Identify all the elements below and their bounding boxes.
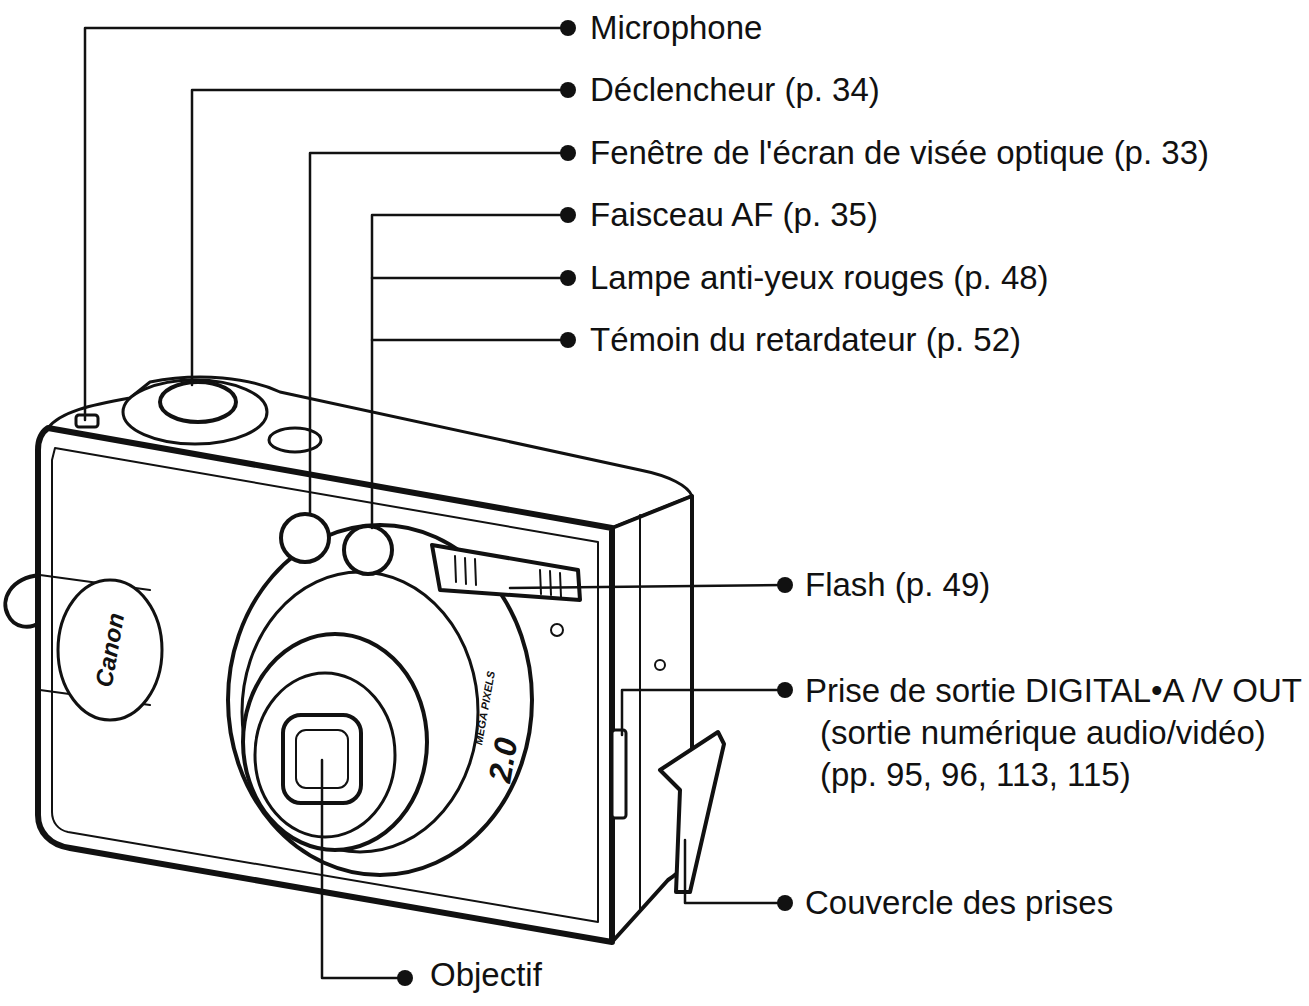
part-label: Fenêtre de l'écran de visée optique (p. … [590,133,1209,173]
part-label: Microphone [590,8,762,48]
lens-ring [242,572,478,852]
side-edge [639,515,641,910]
logo-badge [58,580,162,720]
output-port [612,730,626,818]
shutter-button [160,382,236,422]
microphone-grille [76,415,98,427]
flash-stripes [455,556,561,597]
part-label: Couvercle des prises [805,883,1113,923]
mode-dial [123,380,267,444]
af-lamp [344,526,392,574]
strap-lug [5,575,40,627]
megapixel-badge: 2.0 [483,735,522,784]
part-label: Faisceau AF (p. 35) [590,195,878,235]
part-label: Témoin du retardateur (p. 52) [590,320,1021,360]
part-label: Déclencheur (p. 34) [590,70,880,110]
side-dot [655,660,665,670]
part-label: Flash (p. 49) [805,565,990,605]
lens-barrel [243,634,427,850]
camera-front [38,428,612,942]
sensor-dot [551,624,563,636]
lens-barrel-inner [255,673,395,837]
flash [432,545,580,600]
part-label: Lampe anti-yeux rouges (p. 48) [590,258,1049,298]
part-label: Prise de sortie DIGITAL•A /V OUT (sortie… [805,670,1309,797]
power-button [269,428,321,452]
front-panel [52,448,598,922]
viewfinder-window [281,514,329,562]
port-cover [660,732,724,892]
part-label: Objectif [430,955,542,995]
